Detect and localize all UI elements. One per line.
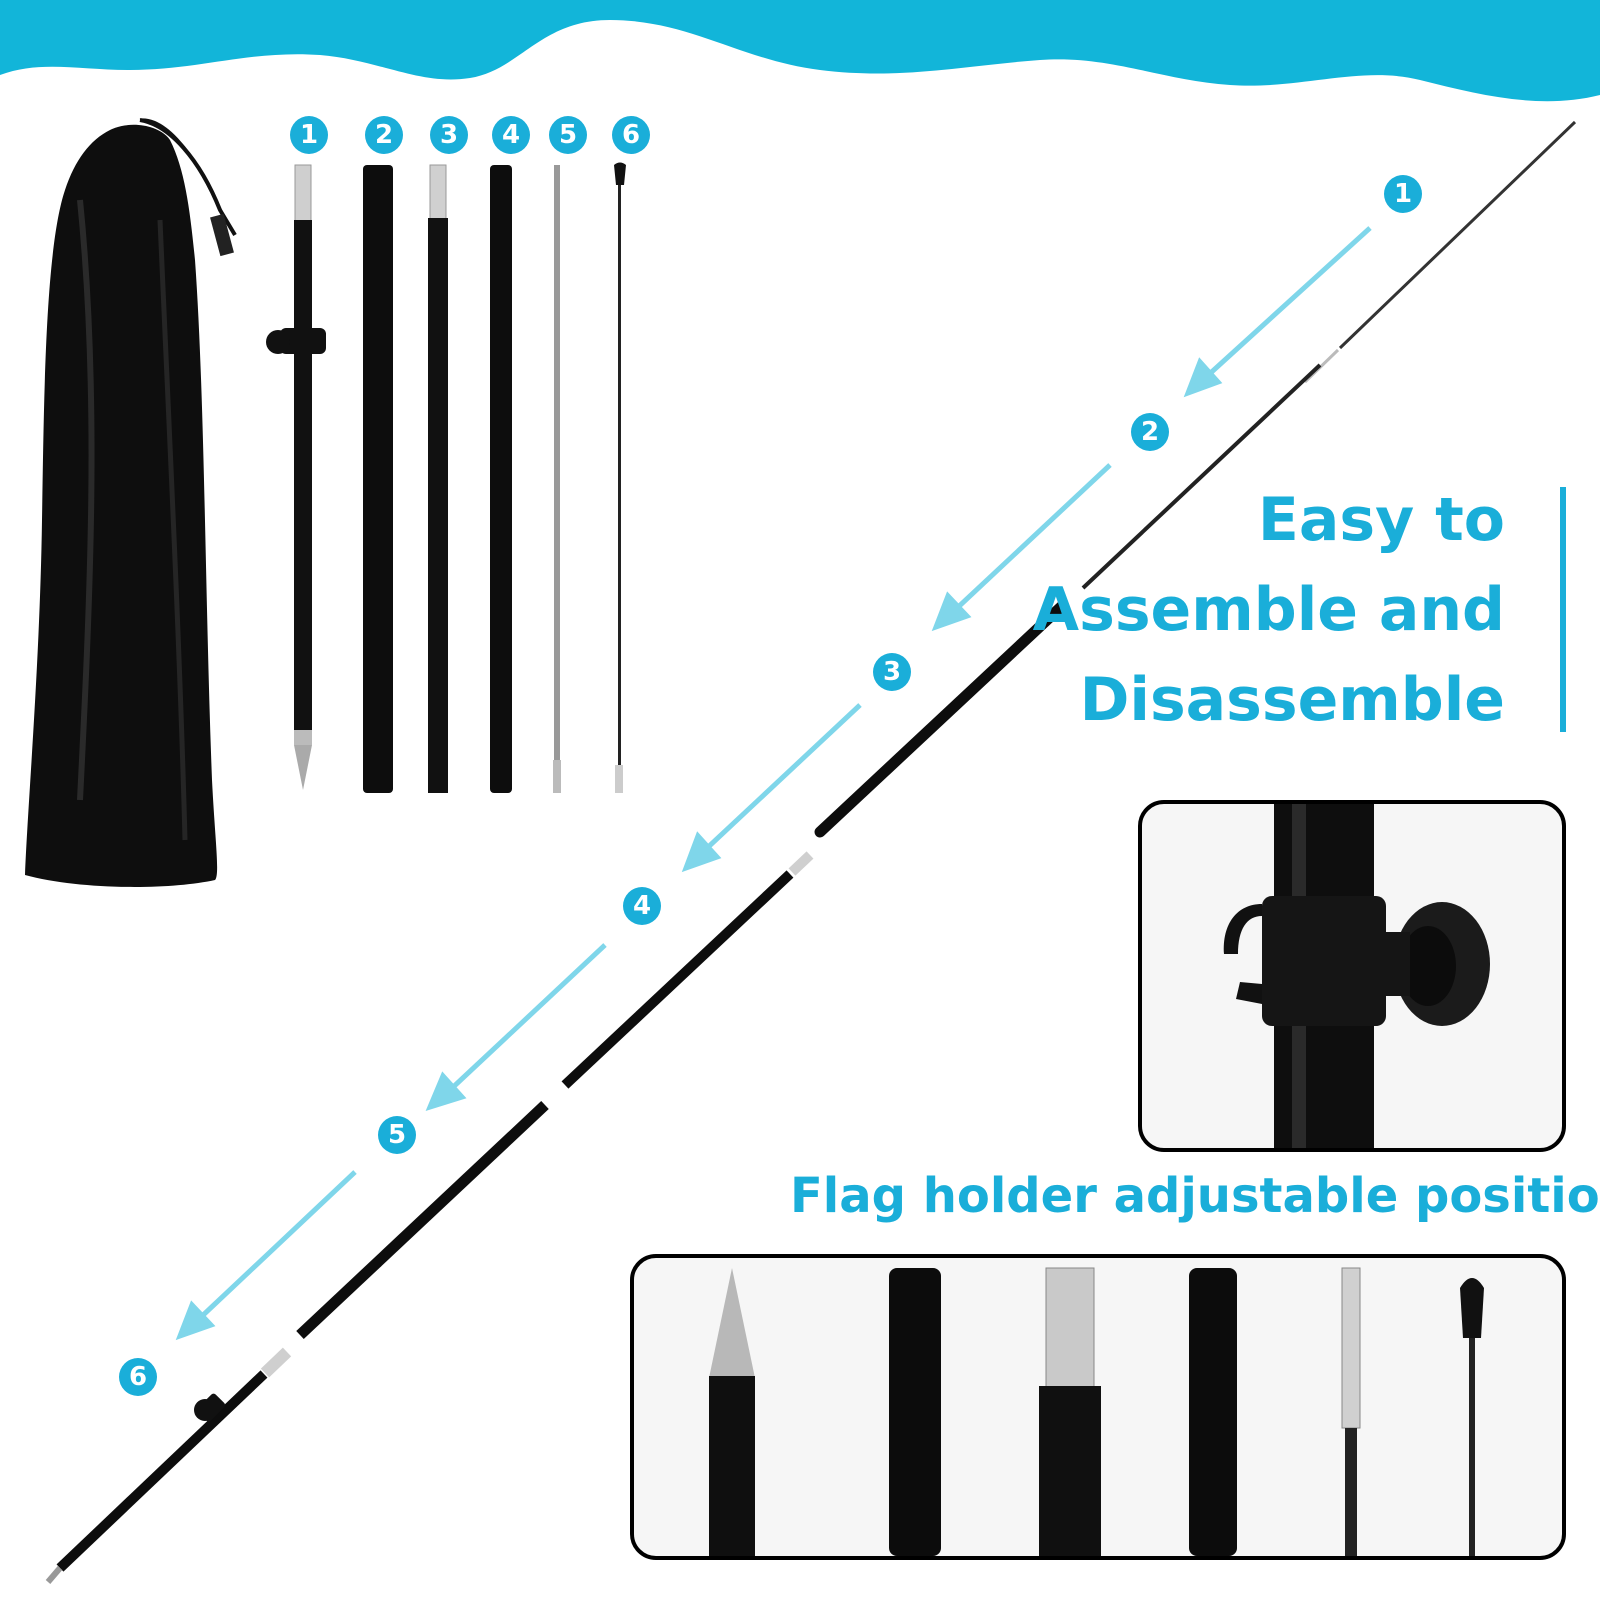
assembly-badge-6: 6 [119, 1358, 157, 1396]
part-badge-6: 6 [612, 116, 650, 154]
pole-part-5 [553, 165, 561, 793]
wave-banner [0, 0, 1600, 102]
assembly-badge-2: 2 [1131, 413, 1169, 451]
assembly-badge-3: 3 [873, 653, 911, 691]
part-badge-2: 2 [365, 116, 403, 154]
pole-ends-closeup [709, 1267, 1484, 1556]
pole-part-4 [490, 165, 512, 793]
headline-line-1: Easy to [1257, 485, 1505, 555]
part-badge-1: 1 [290, 116, 328, 154]
assembly-badge-5: 5 [378, 1116, 416, 1154]
part-badge-5: 5 [549, 116, 587, 154]
pole-parts [266, 162, 626, 793]
pole-part-6 [614, 162, 626, 793]
headline-accent-bar [1560, 487, 1566, 732]
pole-part-2 [363, 165, 393, 793]
pole-ends-panel [630, 1254, 1566, 1560]
part-badge-4: 4 [492, 116, 530, 154]
assembly-badge-1: 1 [1384, 175, 1422, 213]
headline-line-2: Assemble and [1032, 575, 1505, 645]
headline: Easy to Assemble and Disassemble [985, 475, 1505, 745]
headline-line-3: Disassemble [1079, 665, 1505, 735]
clip-closeup-panel [1138, 800, 1566, 1152]
pole-part-3 [428, 164, 448, 793]
caption: Flag holder adjustable position [790, 1168, 1600, 1224]
pole-part-1 [266, 164, 326, 790]
assembly-badge-4: 4 [623, 887, 661, 925]
part-badge-3: 3 [430, 116, 468, 154]
storage-bag-icon [25, 118, 237, 887]
flag-holder-clip-icon [1223, 804, 1490, 1148]
